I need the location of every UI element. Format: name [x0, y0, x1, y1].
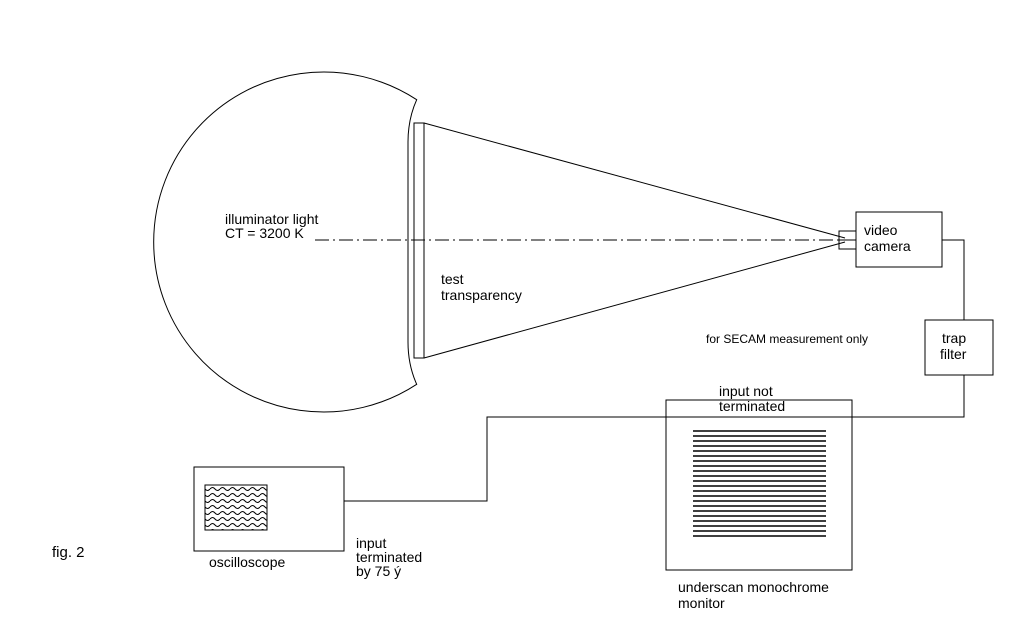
input-terminated-line2: terminated [356, 549, 423, 565]
monitor-label-line2: monitor [678, 595, 725, 611]
monitor-raster [693, 430, 826, 537]
monitor-label-line1: underscan monochrome [678, 579, 829, 595]
camera-to-filter-cable [942, 239, 965, 320]
illuminator-label-line2: CT = 3200 K [225, 225, 304, 241]
filter-to-bus-cable [344, 375, 965, 502]
trap-filter-box [924, 319, 994, 376]
illuminator-sphere [153, 71, 418, 413]
test-transparency-label-line1: test [441, 271, 464, 287]
trap-filter-label-line2: filter [940, 346, 967, 362]
oscilloscope-box [193, 466, 345, 552]
test-transparency-label-line2: transparency [441, 287, 522, 303]
monitor-box [665, 399, 853, 571]
illuminator-label-line1: illuminator light [225, 211, 319, 227]
input-terminated-line1: input [356, 535, 387, 551]
input-not-terminated-line2: terminated [719, 398, 786, 414]
video-camera-label-line2: camera [864, 238, 911, 254]
secam-note: for SECAM measurement only [706, 332, 869, 346]
oscilloscope-label: oscilloscope [209, 554, 286, 570]
figure-number: fig. 2 [52, 544, 85, 561]
light-cone-upper [423, 122, 846, 239]
video-camera-label-line1: video [864, 222, 898, 238]
trap-filter-label-line1: trap [942, 330, 967, 346]
input-not-terminated-line1: input not [719, 383, 773, 399]
input-terminated-line3: by 75 ý [356, 563, 402, 579]
light-cone-lower [423, 241, 846, 359]
oscilloscope-screen [204, 484, 268, 531]
